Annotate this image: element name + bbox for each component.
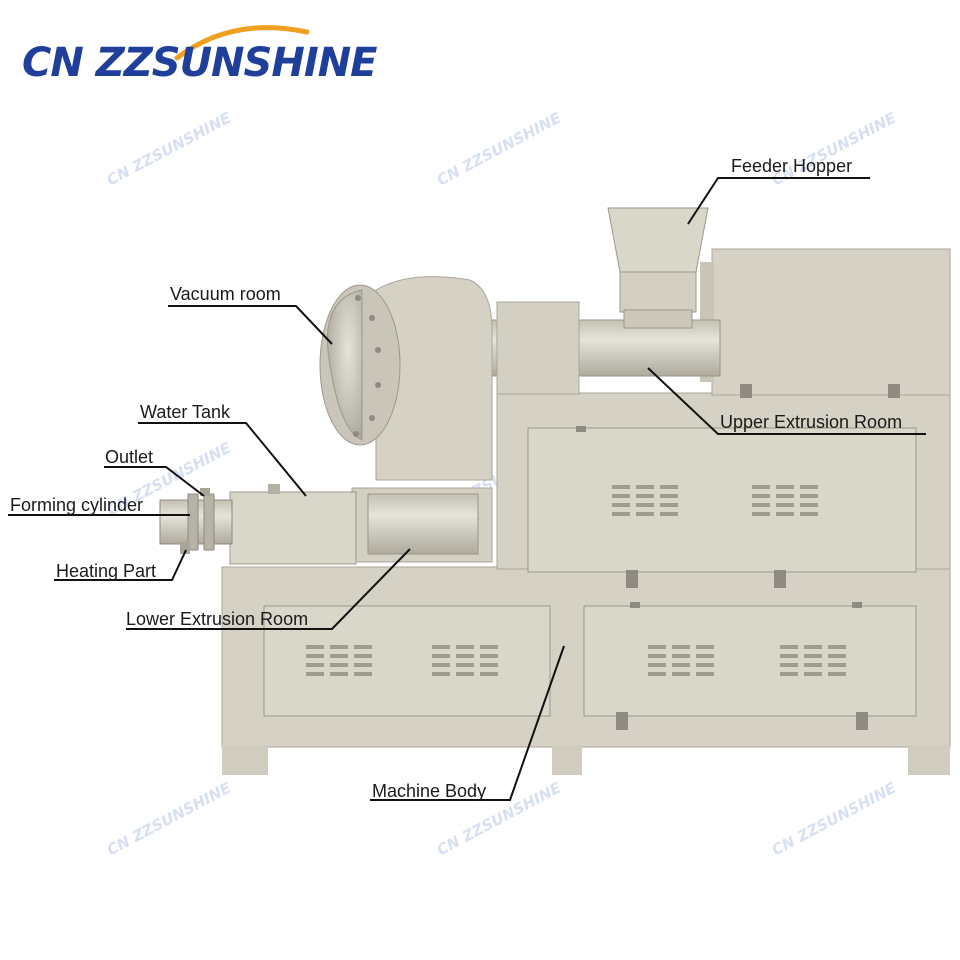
- upper-extrusion-barrel: [479, 301, 721, 395]
- label-upper-extrusion-room: Upper Extrusion Room: [720, 412, 903, 432]
- brand-logo: CN ZZSUNSHINE: [22, 22, 382, 94]
- label-vacuum-room: Vacuum room: [170, 284, 281, 304]
- label-lower-extrusion-room: Lower Extrusion Room: [126, 609, 309, 629]
- logo-swoosh-icon: [174, 25, 310, 61]
- label-feeder-hopper: Feeder Hopper: [731, 156, 853, 176]
- label-outlet: Outlet: [105, 447, 154, 467]
- upper-cabinet: [496, 248, 951, 573]
- label-heating-part: Heating Part: [56, 561, 157, 581]
- label-water-tank: Water Tank: [140, 402, 231, 422]
- logo-text: CN ZZSUNSHINE: [22, 40, 377, 86]
- vacuum-room: [319, 276, 493, 481]
- machine-body: [221, 566, 951, 775]
- feeder-hopper: [607, 207, 709, 329]
- door-latches: [576, 384, 900, 730]
- leader-lines: [8, 177, 926, 801]
- label-forming-cylinder: Forming cylinder: [10, 495, 144, 515]
- forming-cylinder: [159, 488, 233, 554]
- vent-grilles: [306, 485, 846, 676]
- lower-extrusion-barrel: [351, 487, 493, 563]
- label-machine-body: Machine Body: [372, 781, 487, 801]
- water-tank: [229, 484, 357, 565]
